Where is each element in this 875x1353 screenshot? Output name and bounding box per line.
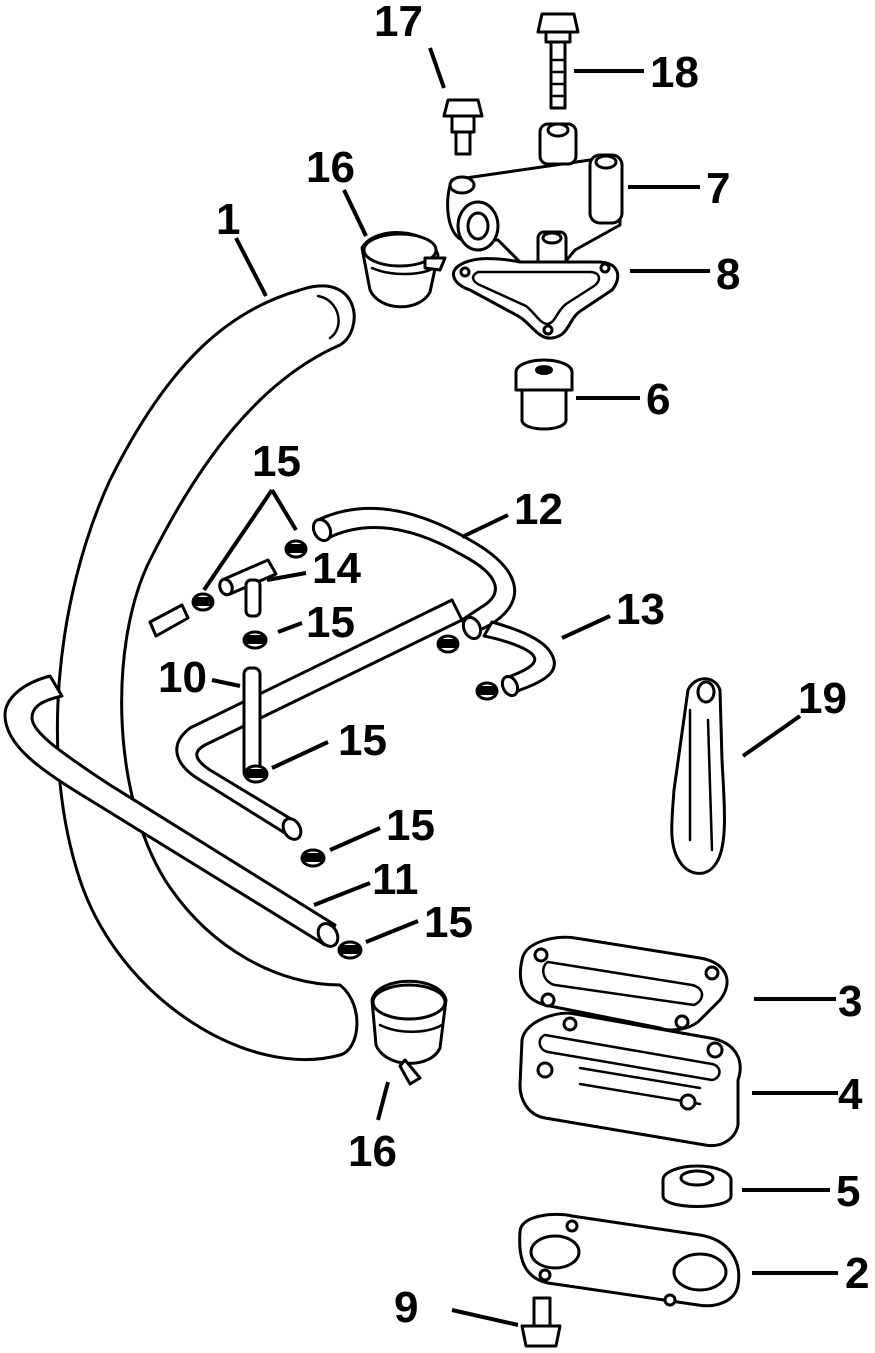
leader-lines (202, 47, 838, 1327)
callout-1: 1 (216, 195, 240, 244)
clamp-15b (191, 592, 215, 612)
gasket-2 (518, 1212, 741, 1308)
callout-3: 3 (838, 977, 862, 1026)
clamp-15d (436, 634, 460, 654)
callout-13: 13 (616, 585, 665, 634)
callout-2: 2 (845, 1249, 869, 1298)
gasket-8 (452, 257, 620, 340)
tube-11 (3, 674, 340, 948)
grommet-5 (661, 1164, 733, 1208)
callout-11: 11 (372, 855, 419, 904)
clamp-15a (284, 539, 308, 559)
callout-12: 12 (514, 485, 563, 534)
callout-17: 17 (374, 0, 423, 46)
hose-12 (311, 506, 517, 641)
thermostat-housing-7 (446, 122, 624, 274)
callout-7: 7 (706, 164, 730, 213)
callout-10: 10 (158, 653, 207, 702)
housing-4 (518, 1011, 742, 1148)
screw-9 (520, 1296, 562, 1348)
hose-1 (55, 284, 359, 1061)
hose-clamp-16-bottom (370, 979, 448, 1086)
callout-15-e: 15 (424, 898, 473, 947)
clamp-15g (300, 848, 326, 868)
callout-4: 4 (838, 1070, 863, 1119)
callout-15-d: 15 (386, 801, 435, 850)
clamp-15e (475, 681, 499, 701)
clamps-15 (191, 539, 499, 960)
clamp-15f (243, 764, 269, 784)
tee-fitting-14 (218, 558, 278, 618)
callout-15-b: 15 (306, 598, 355, 647)
tube-10 (148, 598, 464, 841)
callout-6: 6 (646, 375, 670, 424)
anode-19 (670, 677, 726, 875)
callout-19: 19 (798, 674, 847, 723)
hose-13 (482, 620, 556, 698)
callout-15-c: 15 (338, 716, 387, 765)
clamp-15c (242, 630, 268, 650)
callout-16-a: 16 (306, 143, 355, 192)
callout-8: 8 (716, 250, 740, 299)
callout-5: 5 (836, 1167, 860, 1216)
gasket-3 (518, 935, 729, 1032)
callout-15-a: 15 (252, 437, 301, 486)
bolt-18 (536, 12, 580, 110)
callout-14: 14 (312, 544, 361, 593)
bolt-17 (442, 98, 484, 156)
callout-16-b: 16 (348, 1127, 397, 1176)
thermostat-6 (514, 358, 574, 431)
callout-9: 9 (394, 1283, 418, 1332)
hose-clamp-16-top (360, 231, 447, 309)
clamp-15h (337, 940, 363, 960)
callout-labels: 1 2 3 4 5 6 7 8 9 10 11 12 13 14 15 15 1… (158, 0, 869, 1332)
callout-18: 18 (650, 48, 699, 97)
